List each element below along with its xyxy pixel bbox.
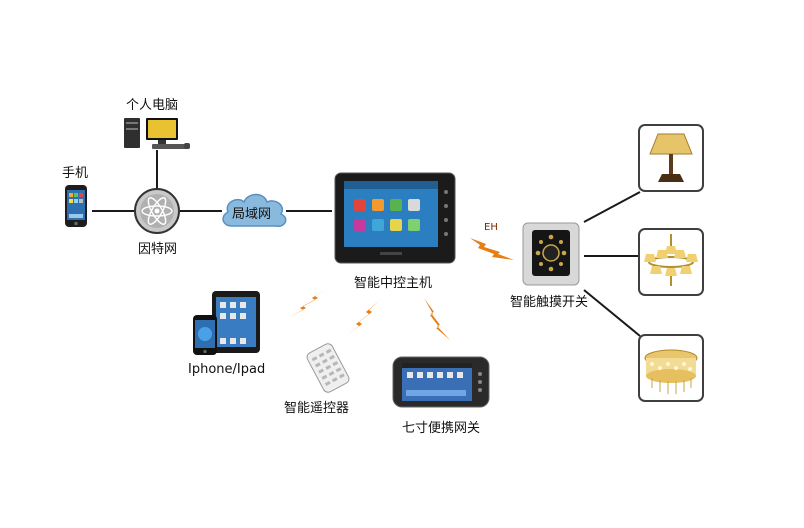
remote-label: 智能遥控器 [284,401,350,416]
touch-switch-label: 智能触摸开关 [510,295,589,310]
tablet-panel-icon [334,172,456,264]
phone-label: 手机 [62,166,89,181]
globe-icon [134,188,180,234]
lightning-icon [288,288,328,318]
gateway-label: 七寸便携网关 [402,421,481,436]
lightning-icon [470,238,514,260]
link-tag: EH [484,222,498,233]
lan-label: 局域网 [232,207,272,222]
cloud-icon [222,193,287,227]
ipad-icon [193,291,260,355]
link-switch-lamp1 [583,191,641,223]
ceiling-light-icon [638,334,704,402]
link-switch-lamp3 [583,289,641,337]
remote-icon [306,343,350,393]
desktop-computer-icon [124,118,190,149]
table-lamp-icon [638,124,704,192]
iphone-ipad-label: Iphone/Ipad [188,362,266,377]
handheld-gateway-icon [392,356,490,408]
touch-switch-icon [522,222,580,286]
controller-label: 智能中控主机 [354,276,433,291]
smartphone-icon [65,185,87,227]
internet-label: 因特网 [138,242,178,257]
lightning-icon [346,300,380,336]
chandelier-icon [638,228,704,296]
lightning-icon [424,298,450,340]
pc-label: 个人电脑 [126,98,179,113]
